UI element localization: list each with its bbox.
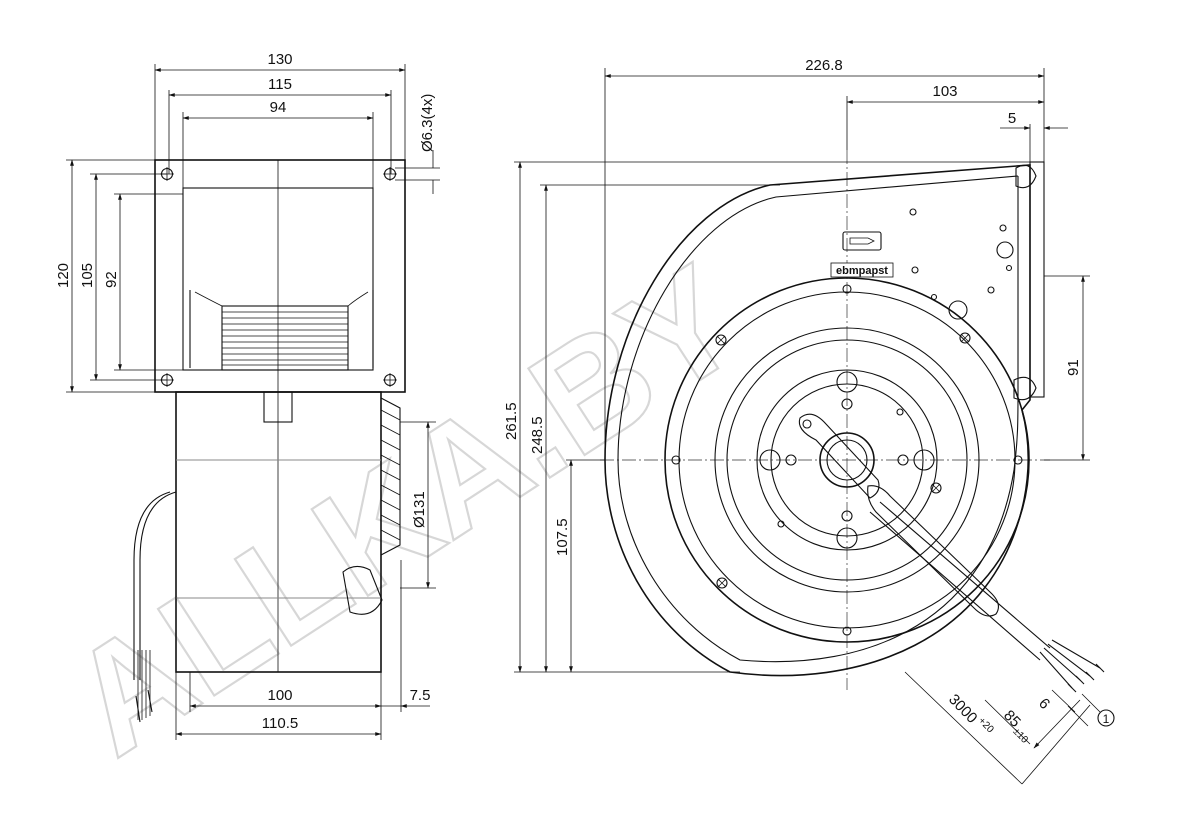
front-scroll-inner xyxy=(617,175,1019,663)
side-cable-gland xyxy=(342,565,383,615)
dim-height-overall-front: 261.5 xyxy=(503,402,520,440)
front-rim-screws xyxy=(671,284,1023,636)
dim-width-inner: 94 xyxy=(270,99,287,116)
front-cable xyxy=(869,501,1051,661)
dim-center-height: 107.5 xyxy=(554,518,571,556)
side-cable-2 xyxy=(133,491,171,680)
dim-depth: 100 xyxy=(267,687,292,704)
dim-height-body: 248.5 xyxy=(529,416,546,454)
front-outlet-flange xyxy=(1029,161,1045,398)
front-inlet-ring-2 xyxy=(726,339,968,581)
hub-hole-left xyxy=(759,449,781,471)
side-inlet-grille xyxy=(380,397,401,556)
front-inlet-ring xyxy=(714,327,980,593)
front-wires xyxy=(1039,639,1105,693)
strip-length-label: 85 ±10 xyxy=(1000,707,1030,746)
dim-hole-ext xyxy=(395,150,440,194)
dim-height-inner: 92 xyxy=(103,271,120,288)
dim-cable-length-tol: +20 xyxy=(976,715,996,735)
dim-width-overall-front: 226.8 xyxy=(805,57,843,74)
wire-strip-label: 6 xyxy=(1035,695,1053,713)
hub-hole-top xyxy=(836,371,858,393)
dim-wheel-dia: Ø131 xyxy=(411,491,428,528)
dim-line-cable xyxy=(1021,704,1091,785)
dim-strip-length-tol: ±10 xyxy=(1010,726,1030,746)
front-view: ebmpapst xyxy=(600,150,1105,693)
side-flange-outline xyxy=(154,159,406,393)
front-wheel-outer xyxy=(664,277,1030,643)
dim-line-strip xyxy=(1033,699,1081,749)
dim-depth-overall: 110.5 xyxy=(262,715,298,732)
dim-outlet-height: 91 xyxy=(1065,359,1082,376)
front-motor-plate-2 xyxy=(770,383,924,537)
dim-wire-strip: 6 xyxy=(1035,695,1053,713)
dim-height-holes: 105 xyxy=(79,263,96,288)
hub-hole-right xyxy=(913,449,935,471)
dim-hole-dia: Ø6.3(4x) xyxy=(419,94,436,152)
front-wheel-rim xyxy=(678,291,1016,629)
direction-arrow-icon xyxy=(842,231,882,251)
side-cable xyxy=(139,491,177,680)
dim-cable-length: 3000 xyxy=(945,691,980,727)
dim-height-overall: 120 xyxy=(55,263,72,288)
front-flange-tab-bottom xyxy=(1013,376,1037,401)
front-cable-gland xyxy=(867,485,999,617)
callout-circle xyxy=(1097,709,1115,727)
dim-flange-thickness: 5 xyxy=(1008,110,1016,127)
callout-marker: 1 xyxy=(1103,712,1110,726)
dim-width-overall: 130 xyxy=(267,51,292,68)
dim-center-to-flange: 103 xyxy=(932,83,957,100)
cable-length-label: 3000 +20 xyxy=(945,691,996,736)
side-wire-ends xyxy=(135,650,153,723)
front-motor-plate xyxy=(756,369,938,551)
side-view-dimensions: 130 115 94 Ø6.3(4x) 120 105 92 Ø131 100 … xyxy=(55,51,440,740)
side-clip xyxy=(263,391,293,423)
brand-label: ebmpapst xyxy=(836,265,888,277)
side-view xyxy=(133,159,406,723)
hub-hole-bottom xyxy=(836,527,858,549)
hub-center-inner xyxy=(826,439,868,481)
hub-center-outer xyxy=(819,432,875,488)
front-flange-tab-top xyxy=(1015,164,1037,189)
front-housing-holes xyxy=(909,208,1014,320)
side-impeller-blades xyxy=(189,290,374,371)
dim-width-holes: 115 xyxy=(268,76,292,93)
dim-offset: 7.5 xyxy=(410,687,431,704)
hub-bracket xyxy=(798,413,880,499)
brand-plate xyxy=(830,262,894,278)
callout-leader xyxy=(1081,693,1101,713)
